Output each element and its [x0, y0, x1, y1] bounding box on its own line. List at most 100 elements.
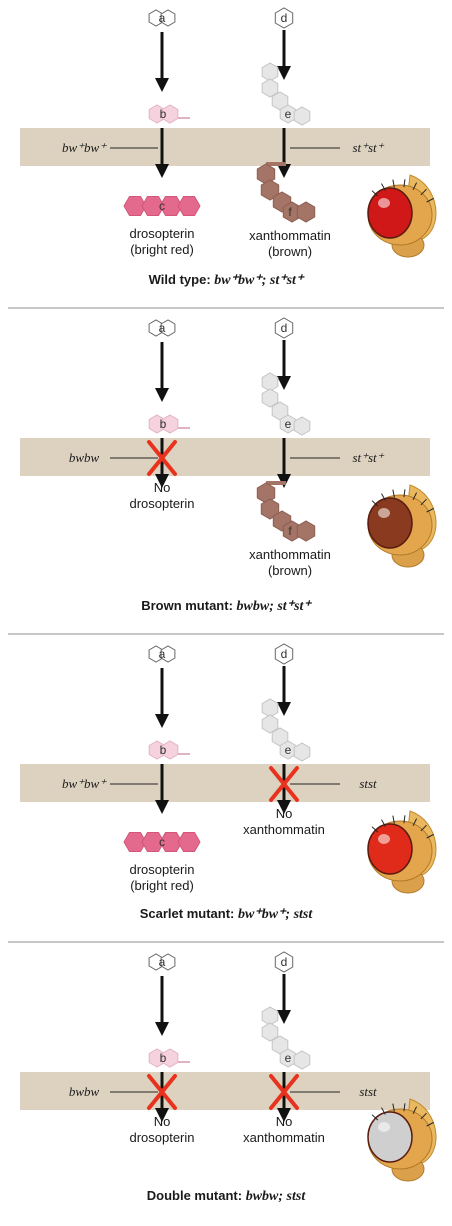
block-st-x-icon-stroke-2: [269, 766, 299, 802]
molecule-e-ring-5: [293, 1050, 311, 1070]
panel-caption: Brown mutant: bwbw; st⁺st⁺: [141, 598, 312, 614]
molecule-e-ring-1: [261, 62, 279, 82]
molecule-a-label: a: [159, 11, 166, 25]
product-bw-name: drosopterin: [129, 862, 194, 877]
panel-caption: Double mutant: bwbw; stst: [147, 1188, 307, 1204]
fly-eye-highlight-icon: [378, 508, 390, 518]
product-st-name: xanthommatin: [243, 822, 325, 837]
arrow-e-to-f-head: [277, 800, 291, 814]
molecule-a-ring-2: [160, 319, 176, 337]
product-st-none: No: [276, 806, 293, 821]
panel-caption: Wild type: bw⁺bw⁺; st⁺st⁺: [149, 272, 305, 288]
molecule-a-ring-2: [160, 9, 176, 27]
fly-bristle-icon: [426, 833, 434, 839]
fly-bristle-icon: [426, 1121, 434, 1127]
product-bw-name: drosopterin: [129, 226, 194, 241]
molecule-b-ring-2: [161, 740, 179, 760]
membrane-band: [20, 128, 430, 166]
caption-genotype: bwbw; st⁺st⁺: [237, 599, 313, 614]
molecule-c-label: c: [159, 199, 165, 213]
fly-eye-icon: [367, 1111, 413, 1163]
molecule-a-ring-2: [160, 953, 176, 971]
molecule-c-ring-1: [123, 832, 147, 852]
fly-bristle-icon: [381, 819, 386, 827]
fly-eye-highlight-icon: [378, 834, 390, 844]
fly-bristle-icon: [412, 182, 418, 191]
molecule-f-ring-5: [296, 520, 316, 542]
gene-label-bw: bw⁺bw⁺: [62, 140, 107, 155]
caption-label: Double mutant:: [147, 1188, 246, 1203]
fly-bristle-icon: [371, 500, 379, 507]
fly-bristle-icon: [426, 197, 434, 203]
caption-label: Wild type:: [149, 272, 215, 287]
block-bw-x-icon-stroke-2: [147, 440, 177, 476]
molecule-b-ring-2: [161, 1048, 179, 1068]
fly-bristle-icon: [412, 1106, 418, 1115]
fly-eye-icon: [367, 187, 413, 239]
molecule-e-ring-1: [261, 372, 279, 392]
fly-bristle-icon: [420, 188, 427, 196]
caption-genotype: bw⁺bw⁺; stst: [238, 907, 313, 922]
molecule-e-ring-1: [261, 698, 279, 718]
panel-caption: Scarlet mutant: bw⁺bw⁺; stst: [140, 906, 314, 922]
product-st-color: (brown): [268, 563, 312, 578]
fly-eye-highlight-icon: [378, 198, 390, 208]
molecule-e-ring-5: [293, 416, 311, 436]
membrane-band: [20, 438, 430, 476]
arrow-a-to-b-head: [155, 78, 169, 92]
molecule-d-ring: [274, 951, 294, 973]
molecule-b-label: b: [160, 1051, 167, 1065]
molecule-d-label: d: [281, 11, 288, 25]
product-bw-none: No: [154, 480, 171, 495]
arrow-d-to-e-head: [277, 1010, 291, 1024]
fly-bristle-icon: [403, 179, 406, 188]
caption-label: Scarlet mutant:: [140, 906, 238, 921]
molecule-c-ring-1: [123, 196, 147, 216]
molecule-e-ring-2: [261, 1022, 279, 1042]
molecule-f-ring-5: [296, 201, 316, 223]
fly-bristle-icon: [412, 818, 418, 827]
fly-eye-icon: [367, 823, 413, 875]
arrow-a-to-b-head: [155, 388, 169, 402]
molecule-f-label: f: [288, 524, 292, 538]
molecule-d-label: d: [281, 321, 288, 335]
molecule-a-label: a: [159, 955, 166, 969]
molecule-d-ring: [274, 643, 294, 665]
fly-bristle-icon: [403, 1103, 406, 1112]
molecule-f-ring-1: [256, 163, 276, 185]
fly-bristle-icon: [412, 492, 418, 501]
gene-label-st: st⁺st⁺: [352, 450, 384, 465]
gene-label-bw: bwbw: [69, 450, 100, 465]
fly-bristle-icon: [426, 507, 434, 513]
arrow-d-to-e-head: [277, 702, 291, 716]
fly-bristle-icon: [420, 1112, 427, 1120]
arrow-a-to-b-head: [155, 714, 169, 728]
fly-bristle-icon: [392, 1103, 395, 1112]
molecule-d-ring: [274, 317, 294, 339]
molecule-c-ring-4: [177, 832, 201, 852]
fly-bristle-icon: [420, 498, 427, 506]
product-bw-color: (bright red): [130, 242, 194, 257]
fly-bristle-icon: [392, 489, 395, 498]
molecule-d-label: d: [281, 955, 288, 969]
molecule-f-ring-1: [256, 482, 276, 504]
molecule-e-ring-5: [293, 106, 311, 126]
fly-bristle-icon: [371, 190, 379, 197]
caption-label: Brown mutant:: [141, 598, 236, 613]
molecule-b-label: b: [160, 417, 167, 431]
molecule-e-label: e: [285, 1051, 292, 1065]
molecule-b-ring-2: [161, 104, 179, 124]
arrow-e-to-f-head: [277, 1108, 291, 1122]
molecule-e-ring-2: [261, 714, 279, 734]
product-bw-color: (bright red): [130, 878, 194, 893]
fly-bristle-icon: [392, 815, 395, 824]
product-bw-name: drosopterin: [129, 1130, 194, 1145]
fly-eye-icon: [367, 497, 413, 549]
molecule-e-label: e: [285, 417, 292, 431]
fly-bristle-icon: [403, 815, 406, 824]
product-st-none: No: [276, 1114, 293, 1129]
molecule-e-ring-2: [261, 78, 279, 98]
fly-bristle-icon: [392, 179, 395, 188]
